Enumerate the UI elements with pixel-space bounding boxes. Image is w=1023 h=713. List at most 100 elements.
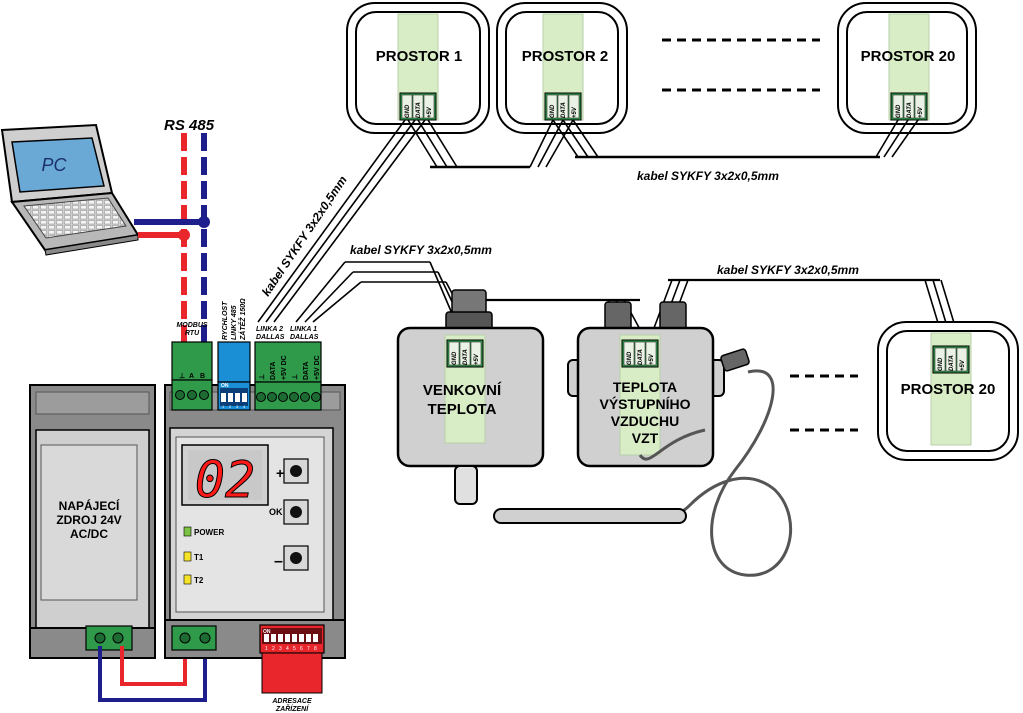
svg-text:DATA: DATA <box>303 362 310 380</box>
ellipsis-dashes-bottom <box>790 374 858 432</box>
svg-text:ON: ON <box>221 383 229 389</box>
svg-text:TEPLOTA: TEPLOTA <box>613 379 677 395</box>
speed-dip-switch: ON 1 2 3 4 RYCHLOST LINKY 485 ZÁTĚŽ 150Ω <box>217 298 251 411</box>
plus-button[interactable] <box>283 458 309 484</box>
room20-top-terminals: GND DATA +5V <box>890 92 928 121</box>
svg-text:B: B <box>200 373 205 380</box>
power-wires <box>98 646 207 702</box>
svg-text:ZDROJ 24V: ZDROJ 24V <box>56 513 121 527</box>
vzt-temperature-box: GND DATA +5V TEPLOTA VÝSTUPNÍHO VZDUCHU … <box>567 301 750 468</box>
t2-led <box>183 574 192 585</box>
svg-text:5: 5 <box>293 646 296 652</box>
svg-text:VZDUCHU: VZDUCHU <box>611 413 679 429</box>
svg-text:DALLAS: DALLAS <box>290 334 319 341</box>
svg-text:NAPÁJECÍ: NAPÁJECÍ <box>59 498 120 513</box>
svg-text:RTU: RTU <box>185 330 200 337</box>
svg-text:RYCHLOST: RYCHLOST <box>222 301 229 340</box>
svg-text:DATA: DATA <box>638 349 644 365</box>
room1-label: PROSTOR 1 <box>376 48 462 65</box>
vzt-probe <box>493 508 687 524</box>
svg-text:DATA: DATA <box>463 349 469 365</box>
power-led <box>183 526 192 537</box>
room1-terminals: GND DATA +5V <box>399 92 437 121</box>
svg-text:GND: GND <box>627 351 633 365</box>
svg-text:LINKA 2: LINKA 2 <box>256 326 283 333</box>
t1-led <box>183 551 192 562</box>
svg-text:DATA: DATA <box>270 362 277 380</box>
room-prostor-20-top: PROSTOR 20 GND DATA +5V <box>837 2 977 134</box>
svg-text:ON: ON <box>263 629 271 635</box>
pc-laptop: PC <box>0 123 140 256</box>
ellipsis-dashes-top <box>662 38 820 92</box>
display-value: 02 <box>195 451 255 509</box>
svg-text:ADRESACE: ADRESACE <box>271 698 312 705</box>
pc-label: PC <box>41 155 67 175</box>
svg-text:8: 8 <box>314 646 317 652</box>
svg-text:1: 1 <box>265 646 268 652</box>
svg-text:GND: GND <box>405 104 411 118</box>
svg-text:4: 4 <box>286 646 289 652</box>
rs485-wires <box>134 133 210 342</box>
svg-text:+5V: +5V <box>960 359 966 371</box>
svg-text:A: A <box>189 373 194 380</box>
cable-label-rooms-bus: kabel SYKFY 3x2x0,5mm <box>637 169 779 183</box>
svg-text:VÝSTUPNÍHO: VÝSTUPNÍHO <box>599 395 690 412</box>
svg-text:2: 2 <box>272 646 275 652</box>
outdoor-temperature-box: GND DATA +5V VENKOVNÍ TEPLOTA <box>396 289 545 505</box>
modbus-connector: ⊥ A B MODBUS RTU <box>171 322 213 411</box>
controller-module: 02 + OK – POWER T1 T2 <box>164 384 346 659</box>
svg-text:–: – <box>274 553 283 570</box>
svg-text:LINKY 485: LINKY 485 <box>231 305 238 340</box>
svg-text:VENKOVNÍ: VENKOVNÍ <box>423 382 502 399</box>
svg-text:+5V: +5V <box>427 106 433 118</box>
svg-text:+5V: +5V <box>649 353 655 365</box>
room2-label: PROSTOR 2 <box>522 48 608 65</box>
svg-text:1: 1 <box>222 404 225 409</box>
svg-text:+5V DC: +5V DC <box>281 355 288 380</box>
svg-text:6: 6 <box>300 646 303 652</box>
svg-text:GND: GND <box>938 357 944 371</box>
cable-label-diagonal: kabel SYKFY 3x2x0,5mm <box>259 173 350 299</box>
room-prostor-2: PROSTOR 2 GND DATA +5V <box>496 2 628 134</box>
svg-text:MODBUS: MODBUS <box>176 322 207 329</box>
svg-text:3: 3 <box>236 404 239 409</box>
svg-text:OK: OK <box>269 507 283 517</box>
svg-text:GND: GND <box>896 104 902 118</box>
svg-text:DATA: DATA <box>561 102 567 118</box>
svg-text:⊥: ⊥ <box>291 374 299 380</box>
svg-text:ZAŘÍZENÍ: ZAŘÍZENÍ <box>275 704 309 713</box>
svg-text:TEPLOTA: TEPLOTA <box>428 401 497 418</box>
svg-text:DALLAS: DALLAS <box>256 334 285 341</box>
cable-top-bus <box>257 119 919 323</box>
svg-text:+: + <box>276 465 284 481</box>
power-supply-module: NAPÁJECÍ ZDROJ 24V AC/DC <box>29 384 156 659</box>
svg-text:AC/DC: AC/DC <box>70 527 108 541</box>
dallas-connector: ⊥ DATA +5V DC ⊥ DATA +5V DC LINKA 2 DALL… <box>254 326 322 411</box>
svg-text:GND: GND <box>452 351 458 365</box>
cable-label-room20-bottom: kabel SYKFY 3x2x0,5mm <box>717 263 859 277</box>
svg-text:DATA: DATA <box>416 102 422 118</box>
svg-text:3: 3 <box>279 646 282 652</box>
cable-label-outdoor: kabel SYKFY 3x2x0,5mm <box>350 243 492 257</box>
rs485-label: RS 485 <box>164 117 215 134</box>
address-dip-switch: ON 1 2 3 4 5 6 7 8 ADRESACE ZAŘÍZENÍ <box>259 624 325 713</box>
svg-text:⊥: ⊥ <box>179 372 185 380</box>
room2-terminals: GND DATA +5V <box>544 92 582 121</box>
svg-text:+5V DC: +5V DC <box>314 355 321 380</box>
svg-text:POWER: POWER <box>194 528 224 537</box>
svg-text:LINKA 1: LINKA 1 <box>290 326 317 333</box>
room20-top-label: PROSTOR 20 <box>861 48 956 65</box>
svg-text:⊥: ⊥ <box>258 374 266 380</box>
vzt-probe-cable <box>638 369 792 577</box>
room20-bottom-label: PROSTOR 20 <box>901 381 996 398</box>
svg-text:+5V: +5V <box>572 106 578 118</box>
room-prostor-1: PROSTOR 1 GND DATA +5V <box>346 2 490 134</box>
svg-text:DATA: DATA <box>949 355 955 371</box>
svg-text:DATA: DATA <box>907 102 913 118</box>
svg-text:4: 4 <box>243 404 246 409</box>
svg-text:ZÁTĚŽ 150Ω: ZÁTĚŽ 150Ω <box>238 298 247 341</box>
svg-text:+5V: +5V <box>918 106 924 118</box>
svg-text:GND: GND <box>550 104 556 118</box>
svg-text:VZT: VZT <box>632 430 659 446</box>
